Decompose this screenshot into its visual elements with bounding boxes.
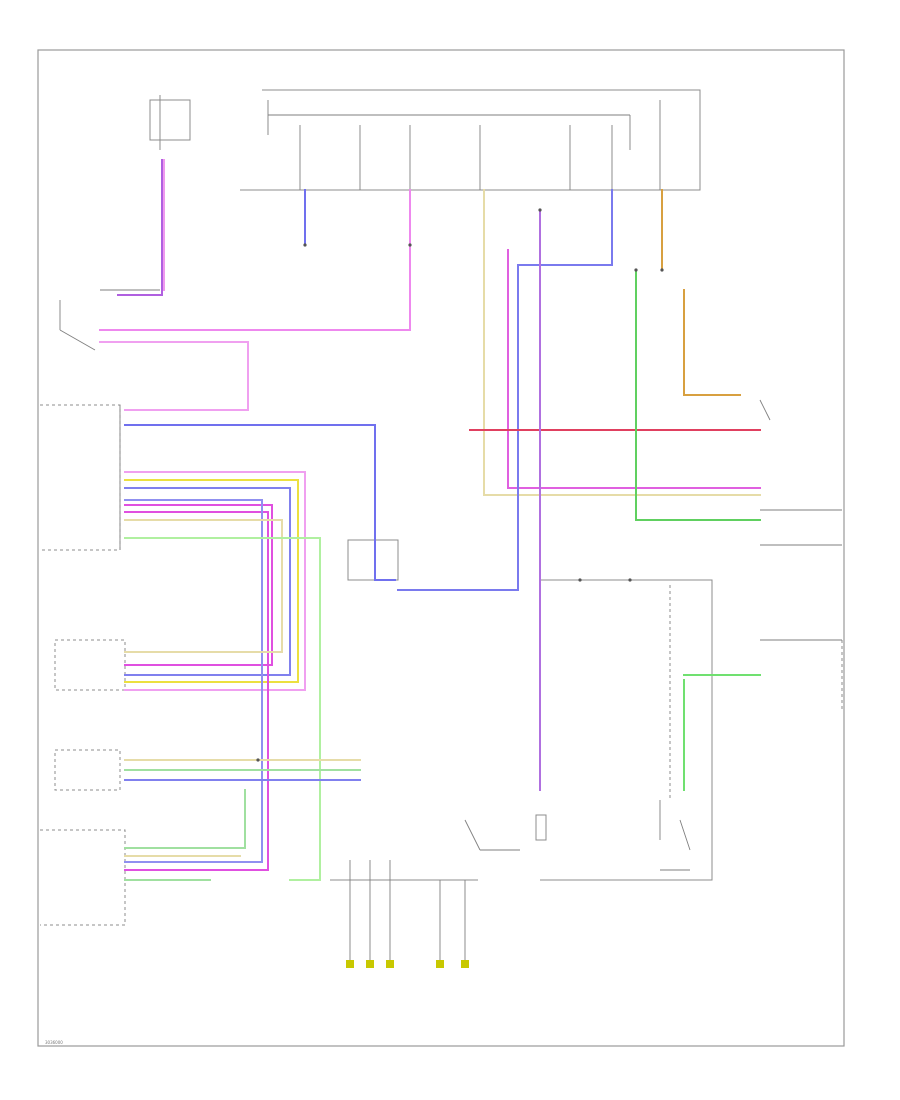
wire-green-1: [635, 269, 761, 521]
wire-pcm-magenta: [124, 504, 273, 666]
trans-solenoids: [330, 860, 478, 968]
right-side-module: [760, 509, 842, 546]
right-control-module: [540, 579, 713, 881]
wire-magenta-1: [507, 249, 761, 489]
wire-pcm-yellow: [124, 479, 299, 683]
wire-tan-1: [483, 189, 761, 496]
central-module: [347, 539, 399, 581]
instrument-cluster: [760, 639, 843, 710]
diagram-frame: [37, 49, 845, 1047]
shift-solenoid-box: [54, 749, 121, 791]
wire-pcm-magenta-2: [124, 511, 269, 871]
wire-lightgreen-1: [124, 537, 321, 881]
wire-pcm-tan: [124, 519, 283, 653]
brake-pedal-switch: [59, 289, 160, 351]
starter-switch: [759, 399, 771, 421]
wire-blue-3: [397, 189, 613, 591]
pcm-module: [40, 404, 121, 551]
neutral-switch: [464, 814, 547, 851]
wire-blue-2: [124, 424, 396, 581]
wire-pcm-pink: [124, 471, 306, 691]
wire-pink-brake-2: [99, 341, 249, 411]
wire-tcm-1: [124, 789, 246, 849]
wire-pcm-lightblue: [124, 499, 263, 863]
wire-purple-1: [117, 159, 163, 296]
wire-pink-brake: [99, 189, 411, 331]
trans-range-sensor: [54, 639, 126, 691]
left-fuse: [149, 95, 191, 150]
shift-interlock-switch: [659, 800, 691, 871]
wire-orange-2: [683, 289, 741, 396]
wire-pcm-blue: [124, 487, 291, 676]
footer-label: 3036000: [45, 1040, 63, 1045]
fuse-junction-box: [240, 89, 701, 191]
tcm-module: [40, 829, 126, 926]
